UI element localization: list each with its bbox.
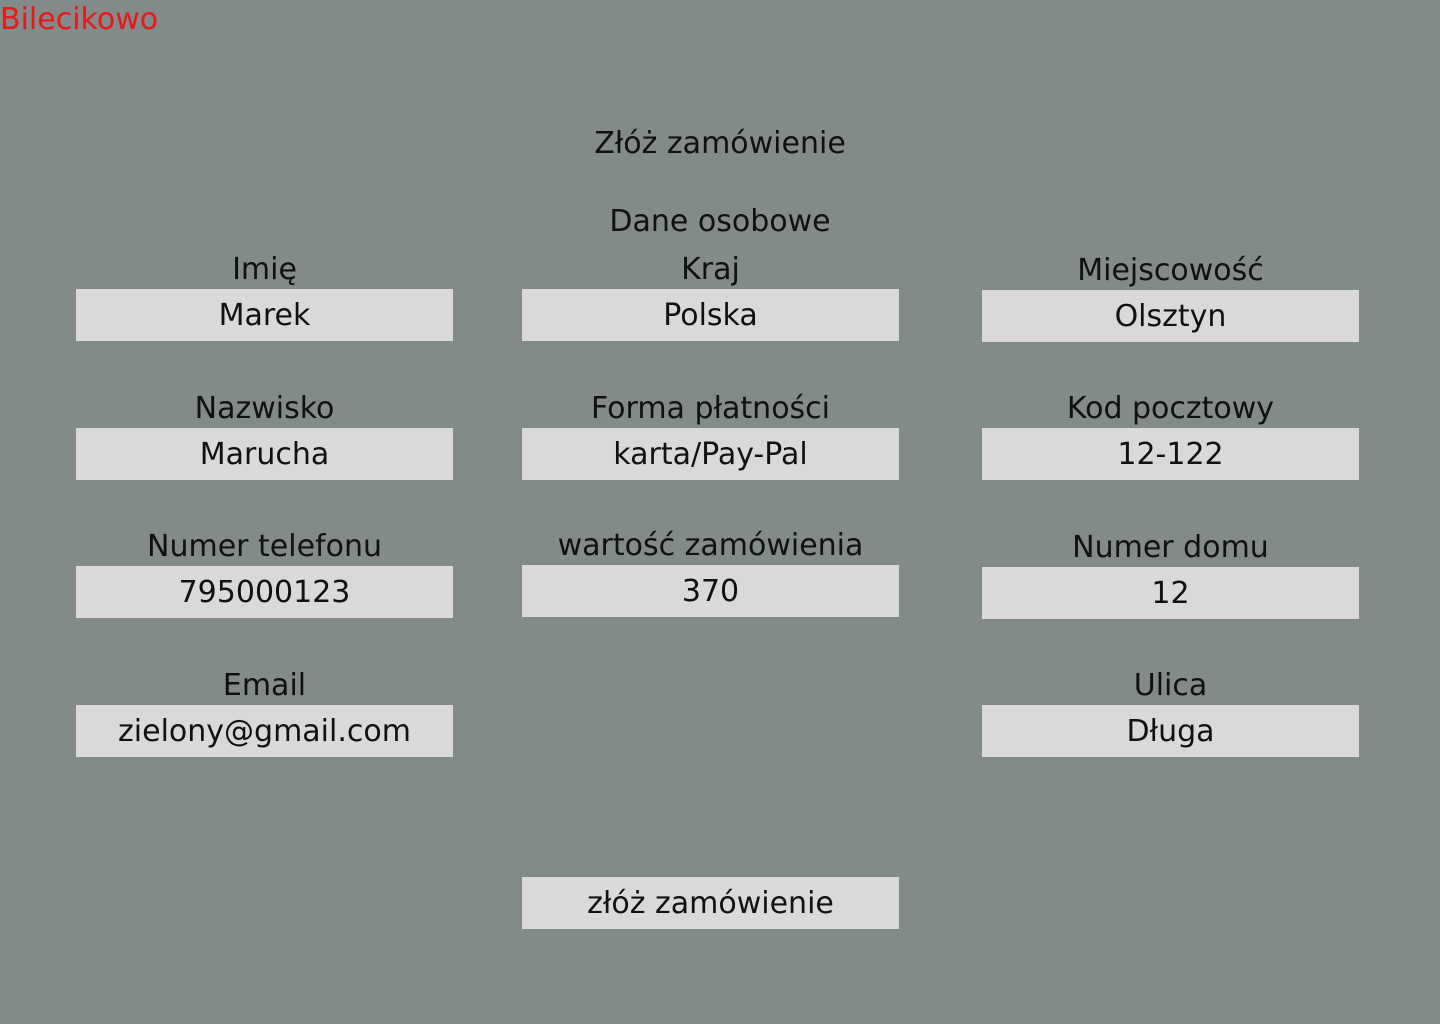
page-title: Złóż zamówienie	[594, 126, 846, 161]
postal-code-label: Kod pocztowy	[1066, 391, 1275, 426]
city-input[interactable]	[982, 290, 1359, 342]
street-field: Ulica	[982, 667, 1359, 757]
order-value-input[interactable]	[522, 565, 899, 617]
first-name-label: Imię	[232, 252, 297, 287]
email-label: Email	[222, 668, 307, 703]
house-number-input[interactable]	[982, 567, 1359, 619]
last-name-field: Nazwisko	[76, 390, 453, 480]
house-number-field: Numer domu	[982, 529, 1359, 619]
submit-order-button[interactable]: złóż zamówienie	[522, 877, 899, 929]
last-name-label: Nazwisko	[194, 391, 335, 426]
last-name-input[interactable]	[76, 428, 453, 480]
street-label: Ulica	[1133, 668, 1208, 703]
house-number-label: Numer domu	[1072, 530, 1269, 565]
first-name-field: Imię	[76, 251, 453, 341]
first-name-input[interactable]	[76, 289, 453, 341]
email-field: Email	[76, 667, 453, 757]
country-input[interactable]	[522, 289, 899, 341]
country-field: Kraj	[522, 251, 899, 341]
section-title-personal-data: Dane osobowe	[609, 204, 831, 239]
phone-label: Numer telefonu	[147, 529, 382, 564]
email-input[interactable]	[76, 705, 453, 757]
street-input[interactable]	[982, 705, 1359, 757]
city-field: Miejscowość	[982, 252, 1359, 342]
payment-method-input[interactable]	[522, 428, 899, 480]
order-value-label: wartość zamówienia	[557, 528, 864, 563]
country-label: Kraj	[681, 252, 740, 287]
city-label: Miejscowość	[1077, 253, 1264, 288]
postal-code-input[interactable]	[982, 428, 1359, 480]
order-value-field: wartość zamówienia	[522, 527, 899, 617]
phone-field: Numer telefonu	[76, 528, 453, 618]
phone-input[interactable]	[76, 566, 453, 618]
postal-code-field: Kod pocztowy	[982, 390, 1359, 480]
brand-logo-text[interactable]: Bilecikowo	[0, 2, 159, 37]
payment-method-label: Forma płatności	[590, 391, 831, 426]
payment-method-field: Forma płatności	[522, 390, 899, 480]
